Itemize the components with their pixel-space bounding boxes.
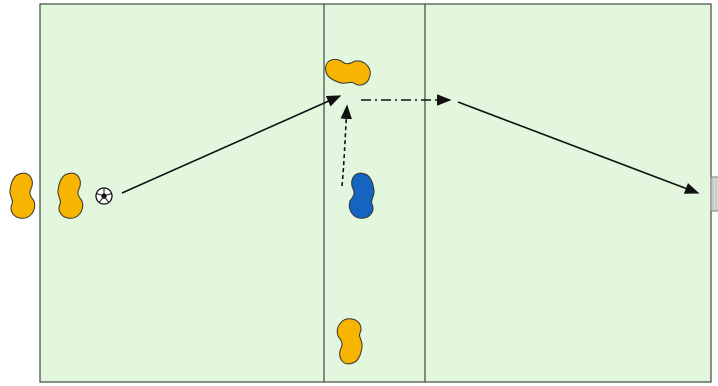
defender-player-icon	[348, 172, 375, 219]
attacker-player-icon	[9, 172, 36, 219]
attacker-player-icon	[336, 318, 363, 365]
pass-arrow-to-top	[121, 95, 342, 194]
goal-icon	[710, 176, 718, 212]
shot-arrow-to-goal	[457, 101, 700, 194]
pitch	[39, 3, 712, 383]
soccer-ball-icon	[95, 187, 113, 205]
attacker-player-icon	[57, 172, 84, 219]
run-arrow-up	[340, 104, 352, 187]
